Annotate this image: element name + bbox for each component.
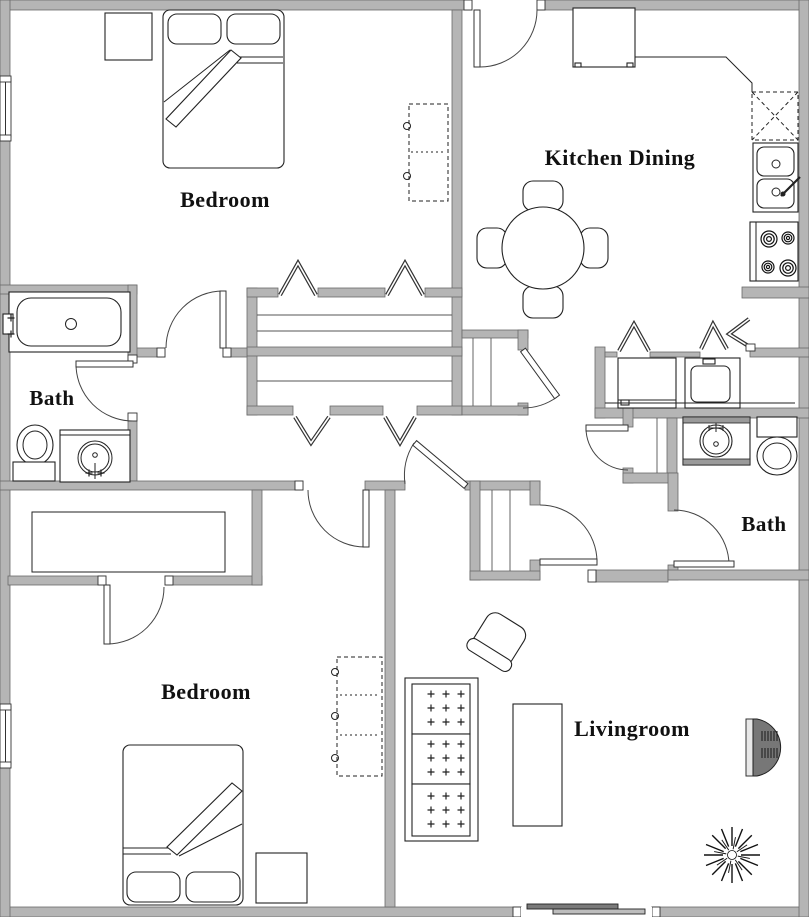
- toilet-bath-left: [12, 424, 56, 482]
- door-hallway: [403, 439, 469, 490]
- dresser-bedroom-top: [403, 103, 449, 202]
- door-closet-nook: [103, 584, 165, 645]
- bed-bedroom-top: [162, 9, 285, 169]
- stove: [749, 221, 799, 282]
- nightstand-bedroom-bottom: [255, 852, 308, 904]
- door-hall-closet: [539, 504, 598, 566]
- label-bath-left: Bath: [29, 386, 74, 410]
- kitchen-sink: [752, 142, 801, 213]
- closet-shelf-lines: [257, 314, 658, 571]
- window-bedroom-top: [0, 75, 12, 142]
- dresser-bedroom-bottom: [331, 656, 383, 777]
- label-bedroom-bottom: Bedroom: [161, 679, 251, 704]
- door-pantry: [519, 347, 561, 409]
- label-livingroom: Livingroom: [574, 716, 690, 741]
- door-bedroom-top: [165, 290, 227, 349]
- washer: [617, 357, 677, 409]
- nightstand-bedroom-top: [104, 12, 153, 61]
- label-bedroom-top: Bedroom: [180, 187, 270, 212]
- door-bedroom-bottom: [307, 489, 370, 548]
- bed-bedroom-bottom: [122, 744, 244, 906]
- label-bath-right: Bath: [741, 512, 786, 536]
- vanity-bath-left: [59, 429, 131, 483]
- dryer: [684, 357, 741, 409]
- kitchen-counter-line: [635, 56, 753, 92]
- wardrobe-closet-nook: [31, 511, 226, 573]
- sliding-entry-door: [521, 903, 652, 917]
- label-kitchen-dining: Kitchen Dining: [545, 145, 696, 170]
- plant: [703, 826, 761, 884]
- door-linen-closet: [585, 424, 629, 471]
- refrigerator: [751, 91, 799, 141]
- bathtub: [2, 291, 131, 353]
- bifold-doors: [278, 258, 756, 448]
- kitchen-cabinet: [572, 7, 636, 68]
- dining-table-set: [476, 180, 609, 319]
- vanity-bath-right: [682, 416, 751, 466]
- window-bedroom-bottom: [0, 703, 12, 769]
- entry-door-kitchen: [473, 9, 538, 68]
- door-bath-left: [75, 360, 134, 422]
- door-bath-right: [673, 509, 735, 568]
- tv: [745, 718, 782, 777]
- toilet-bath-right: [756, 416, 798, 476]
- sofa: [404, 677, 479, 842]
- coffee-table: [512, 703, 563, 827]
- armchair: [466, 612, 527, 673]
